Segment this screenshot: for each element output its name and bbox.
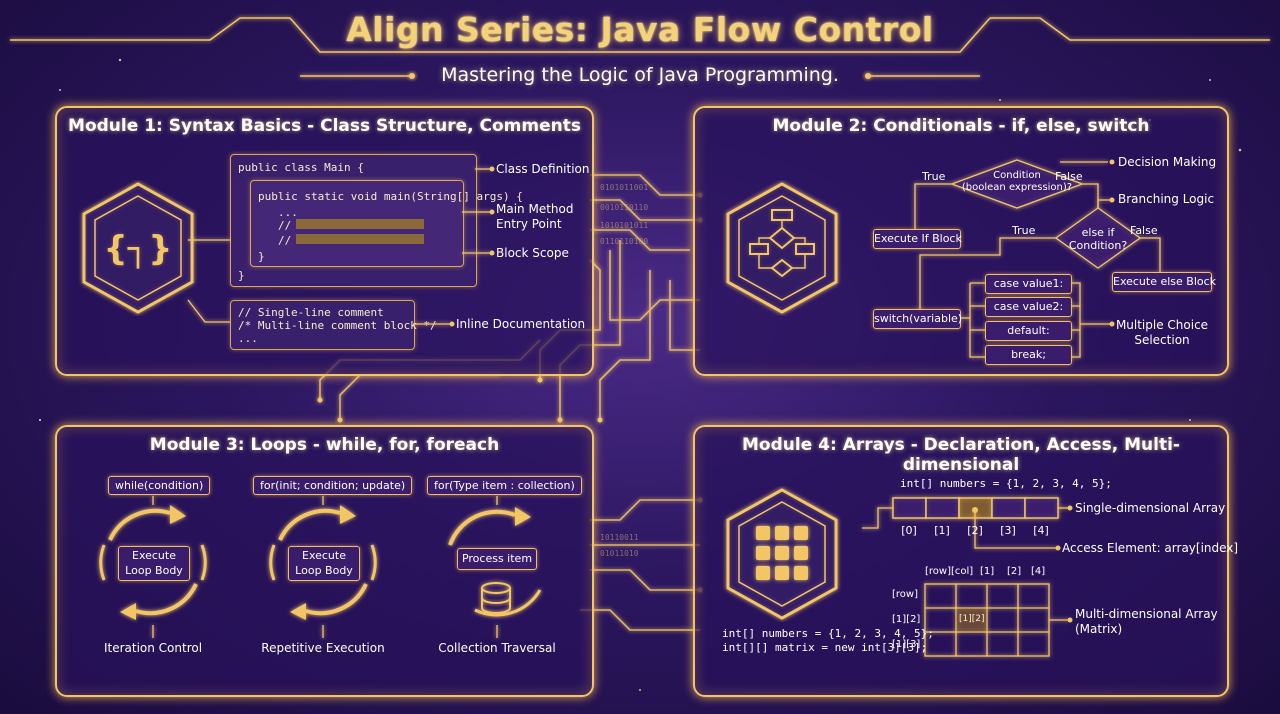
matrix-header-rowcol: [row][col] — [925, 566, 974, 577]
label-inline-documentation: Inline Documentation — [456, 317, 586, 331]
loop-body-foreach: Process item — [457, 548, 537, 570]
module-1-title: Module 1: Syntax Basics - Class Structur… — [68, 116, 581, 136]
code-placeholder-bar-1 — [296, 219, 424, 229]
svg-text:0101011001: 0101011001 — [600, 183, 648, 192]
matrix-row-label-1: [1][2] — [892, 614, 921, 625]
code-line-ellipsis: ... — [278, 206, 298, 219]
condition-text: Condition (boolean expression)? — [961, 170, 1073, 193]
else-if-text: else if Condition? — [1068, 226, 1128, 252]
false-label-2: False — [1130, 224, 1158, 237]
code-line-class: public class Main { — [238, 161, 364, 174]
matrix-row-label-0: [row] — [892, 589, 918, 600]
code-line-close-inner: } — [258, 250, 265, 263]
loop-caption-for: Repetitive Execution — [261, 641, 385, 655]
loop-body-while: Execute Loop Body — [118, 546, 190, 581]
array-code-line-2: int[][] matrix = new int[3][3]; — [722, 641, 928, 654]
code-line-main: public static void main(String[] args) { — [258, 190, 523, 203]
matrix-header-1: [1] — [980, 566, 995, 577]
execute-else-node: Execute else Block — [1112, 272, 1216, 292]
loop-caption-foreach: Collection Traversal — [438, 641, 556, 655]
matrix-row-label-2: [1][3] — [892, 639, 921, 650]
label-multi-array: Multi-dimensional Array (Matrix) — [1075, 607, 1218, 636]
matrix-highlighted-cell: [1][2] — [959, 614, 985, 624]
page-title: Align Series: Java Flow Control — [346, 10, 934, 49]
svg-text:0010110110: 0010110110 — [600, 203, 648, 212]
true-label-1: True — [922, 170, 946, 183]
label-decision-making: Decision Making — [1118, 155, 1217, 169]
grid-icon — [726, 488, 838, 620]
label-block-scope: Block Scope — [496, 246, 569, 260]
svg-text:0110110100: 0110110100 — [600, 237, 648, 246]
switch-node: switch(variable) — [873, 309, 962, 329]
loop-caption-while: Iteration Control — [103, 641, 203, 655]
loop-body-for: Execute Loop Body — [288, 546, 360, 581]
module-3-title: Module 3: Loops - while, for, foreach — [149, 435, 500, 455]
loop-header-for: for(init; condition; update) — [253, 476, 413, 495]
code-line-comment-1: // — [278, 219, 292, 232]
index-label-1: [1] — [934, 524, 950, 537]
code-line-close-outer: } — [238, 269, 245, 282]
code-braces-icon: {┐} — [82, 182, 194, 314]
svg-text:1010101011: 1010101011 — [600, 221, 648, 230]
code-placeholder-bar-2 — [296, 234, 424, 244]
array-code-line-1: int[] numbers = {1, 2, 3, 4, 5}; — [722, 627, 934, 640]
label-branching-logic: Branching Logic — [1118, 192, 1215, 206]
svg-text:01011010: 01011010 — [600, 549, 639, 558]
database-icon — [481, 582, 511, 614]
comment-line-3: ... — [238, 332, 258, 345]
svg-text:10110011: 10110011 — [600, 533, 639, 542]
label-class-definition: Class Definition — [496, 162, 590, 176]
case-node-1: case value1: — [985, 274, 1072, 294]
loop-header-foreach: for(Type item : collection) — [427, 476, 582, 495]
matrix-header-4: [4] — [1031, 566, 1046, 577]
label-main-method: Main Method Entry Point — [496, 202, 574, 231]
array-declaration: int[] numbers = {1, 2, 3, 4, 5}; — [900, 477, 1112, 490]
module-4-panel: Module 4: Arrays - Declaration, Access, … — [693, 425, 1229, 697]
break-node: break; — [985, 345, 1072, 365]
comment-line-2: /* Multi-line comment block */ — [238, 319, 437, 332]
index-label-4: [4] — [1033, 524, 1049, 537]
label-single-array: Single-dimensional Array — [1075, 501, 1226, 515]
index-label-0: [0] — [901, 524, 917, 537]
true-label-2: True — [1012, 224, 1036, 237]
code-line-comment-2: // — [278, 234, 292, 247]
execute-if-node: Execute If Block — [873, 229, 962, 249]
index-label-2: [2] — [967, 524, 983, 537]
case-node-2: case value2: — [985, 297, 1072, 317]
false-label-1: False — [1055, 170, 1083, 183]
loop-header-while: while(condition) — [108, 476, 211, 495]
label-access-element: Access Element: array[index] — [1062, 541, 1239, 555]
default-node: default: — [985, 321, 1072, 341]
matrix-header-2: [2] — [1007, 566, 1022, 577]
comment-line-1: // Single-line comment — [238, 306, 384, 319]
comment-code-box — [230, 300, 415, 350]
svg-text:{┐}: {┐} — [104, 229, 173, 269]
module-2-title: Module 2: Conditionals - if, else, switc… — [772, 116, 1150, 136]
flowchart-icon — [726, 182, 838, 314]
module-4-title: Module 4: Arrays - Declaration, Access, … — [742, 435, 1180, 475]
label-multiple-choice: Multiple Choice Selection — [1115, 318, 1209, 347]
index-label-3: [3] — [1000, 524, 1016, 537]
page-subtitle: Mastering the Logic of Java Programming. — [441, 64, 839, 86]
